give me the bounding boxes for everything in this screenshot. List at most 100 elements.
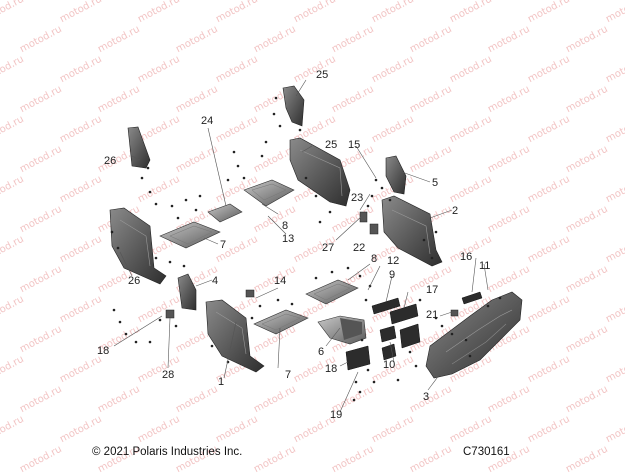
fastener-dot	[358, 390, 362, 394]
fastener-dot	[134, 340, 138, 344]
callout-20: 18	[97, 345, 110, 357]
fastener-dot	[290, 302, 294, 306]
part-21-clip	[450, 309, 459, 317]
fastener-dot	[464, 338, 468, 342]
part-30-bracket	[165, 309, 175, 319]
part-6-console	[317, 315, 367, 345]
fastener-dot	[210, 344, 214, 348]
fastener-dot	[154, 256, 158, 260]
callout-2: 2	[452, 205, 459, 217]
fastener-dot	[274, 96, 278, 100]
part-22-bracket	[369, 223, 379, 235]
fastener-dot	[168, 260, 172, 264]
fastener-dot	[118, 320, 122, 324]
callout-12: 12	[387, 255, 400, 267]
fastener-dot	[116, 246, 120, 250]
callout-13: 13	[282, 233, 295, 245]
part-5-panel	[385, 155, 407, 195]
callout-8b: 8	[371, 253, 378, 265]
fastener-dot	[346, 266, 350, 270]
fastener-dot	[170, 204, 174, 208]
fastener-dot	[278, 124, 282, 128]
fastener-dot	[158, 318, 162, 322]
fastener-dot	[422, 238, 426, 242]
fastener-dot	[414, 364, 418, 368]
part-27-upper-panel	[282, 85, 305, 127]
part-25-side-panel	[289, 137, 351, 207]
callout-5: 5	[432, 177, 439, 189]
fastener-dot	[380, 186, 384, 190]
part-8-floor-plate-lower	[305, 279, 359, 305]
fastener-dot	[388, 198, 392, 202]
part-14-clip	[245, 289, 255, 298]
fastener-dot	[354, 380, 358, 384]
fastener-dot	[148, 340, 152, 344]
part-7-floor-plate-lower	[253, 309, 309, 335]
callout-29: 27	[322, 242, 335, 254]
fastener-dot	[408, 350, 412, 354]
fastener-dot	[146, 166, 150, 170]
fastener-dot	[366, 368, 370, 372]
callout-18: 18	[325, 363, 338, 375]
fastener-dot	[434, 230, 438, 234]
fastener-dot	[264, 140, 268, 144]
fastener-dot	[110, 230, 114, 234]
fastener-dot	[176, 216, 180, 220]
fastener-dot	[258, 304, 262, 308]
fastener-dot	[272, 112, 276, 116]
callout-17: 17	[426, 284, 439, 296]
part-24-plate	[207, 203, 243, 223]
fastener-dot	[198, 194, 202, 198]
fastener-dot	[450, 332, 454, 336]
part-9-mat	[371, 297, 401, 315]
figure-code: C730161	[463, 446, 510, 458]
callout-26: 26	[128, 275, 141, 287]
callout-9: 9	[389, 269, 396, 281]
callout-28: 26	[104, 155, 117, 167]
fasteners	[110, 96, 502, 402]
fastener-dot	[360, 338, 364, 342]
fastener-dot	[366, 204, 370, 208]
fastener-dot	[250, 316, 254, 320]
callout-24: 24	[201, 115, 214, 127]
callout-10: 10	[383, 359, 396, 371]
part-16-strip	[461, 291, 483, 305]
fastener-dot	[260, 154, 264, 158]
fastener-dot	[498, 296, 502, 300]
part-17-mat	[389, 303, 419, 325]
fastener-dot	[194, 208, 198, 212]
part-29-bracket	[359, 211, 368, 223]
fastener-dot	[112, 308, 116, 312]
fastener-dot	[298, 128, 302, 132]
fastener-dot	[330, 270, 334, 274]
callout-1: 1	[218, 376, 225, 388]
leader-lines	[113, 79, 489, 413]
callout-14: 14	[274, 275, 287, 287]
fastener-dot	[430, 256, 434, 260]
fastener-dot	[154, 202, 158, 206]
fastener-dot	[374, 178, 378, 182]
part-7-floor-plate-left	[159, 221, 221, 249]
fastener-dot	[352, 398, 356, 402]
callout-19: 19	[330, 409, 343, 421]
fastener-dot	[276, 298, 280, 302]
part-28-panel	[127, 126, 151, 169]
part-3-floor-pan	[425, 291, 523, 379]
fastener-dot	[468, 354, 472, 358]
fastener-dot	[314, 276, 318, 280]
copyright-text: © 2021 Polaris Industries Inc.	[92, 446, 243, 458]
fastener-dot	[314, 194, 318, 198]
part-8-floor-plate-upper	[243, 179, 295, 207]
callout-8a: 8	[282, 220, 289, 232]
part-4-panel	[177, 273, 197, 311]
fastener-dot	[124, 332, 128, 336]
callout-7a: 7	[220, 239, 227, 251]
fastener-dot	[486, 304, 490, 308]
part-10-mat	[379, 323, 421, 361]
callout-15: 15	[348, 139, 361, 151]
callout-27: 25	[316, 69, 329, 81]
callout-16: 16	[460, 251, 473, 263]
callout-22: 22	[353, 242, 366, 254]
